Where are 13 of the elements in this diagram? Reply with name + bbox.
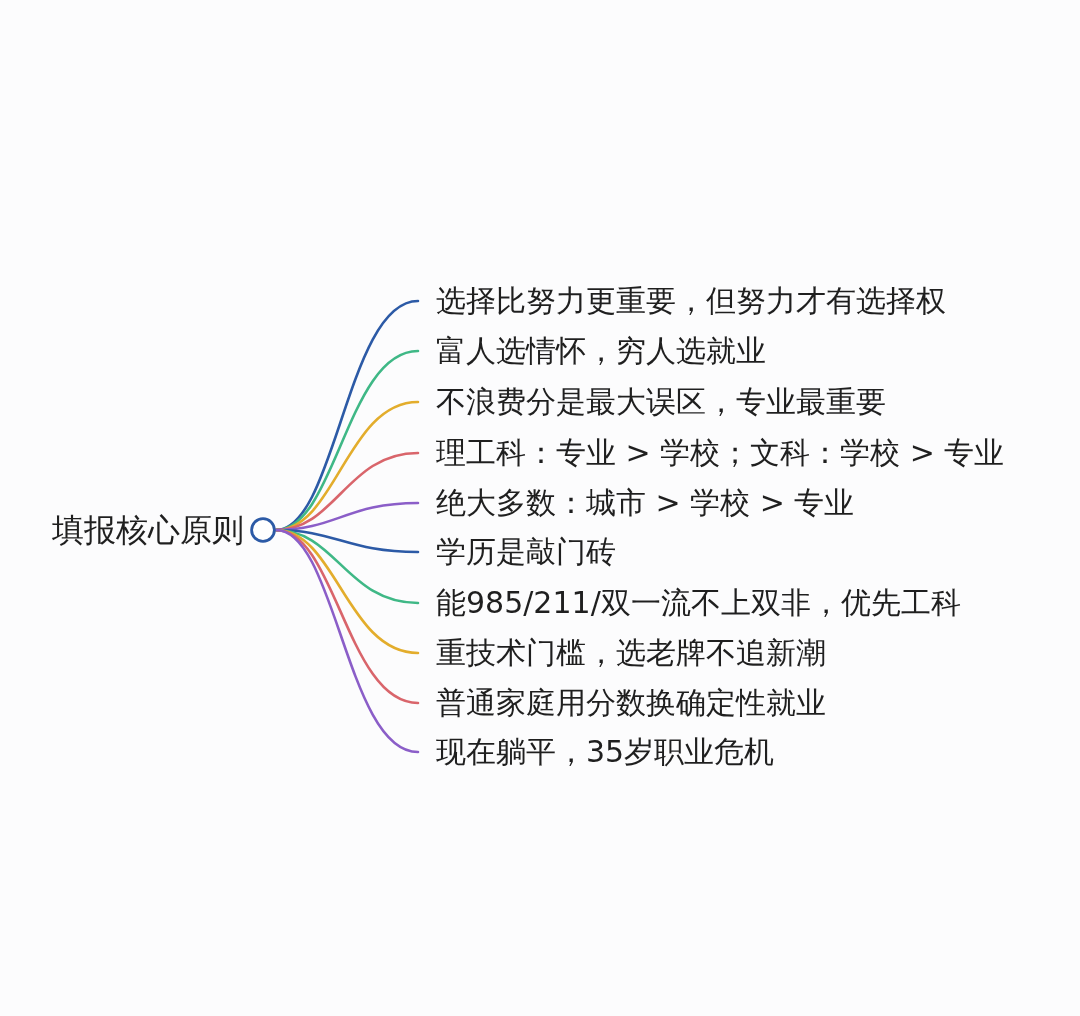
topic-text: 重技术门槛，选老牌不追新潮 — [436, 634, 826, 672]
root-topic-text: 填报核心原则 — [52, 510, 244, 550]
topic-text: 学历是敲门砖 — [436, 533, 616, 571]
topic-text: 理工科：专业 > 学校；文科：学校 > 专业 — [436, 434, 1005, 472]
topic-text: 能985/211/双一流不上双非，优先工科 — [436, 584, 961, 622]
topic-text: 现在躺平，35岁职业危机 — [436, 733, 775, 771]
topic-text: 普通家庭用分数换确定性就业 — [436, 684, 826, 722]
circle-node — [250, 517, 276, 543]
branch-line — [274, 528, 420, 754]
topic-text: 选择比努力更重要，但努力才有选择权 — [436, 282, 946, 320]
topic-text: 不浪费分是最大误区，专业最重要 — [436, 383, 886, 421]
topic-text: 绝大多数：城市 > 学校 > 专业 — [436, 484, 855, 522]
topic-text: 富人选情怀，穷人选就业 — [436, 332, 766, 370]
